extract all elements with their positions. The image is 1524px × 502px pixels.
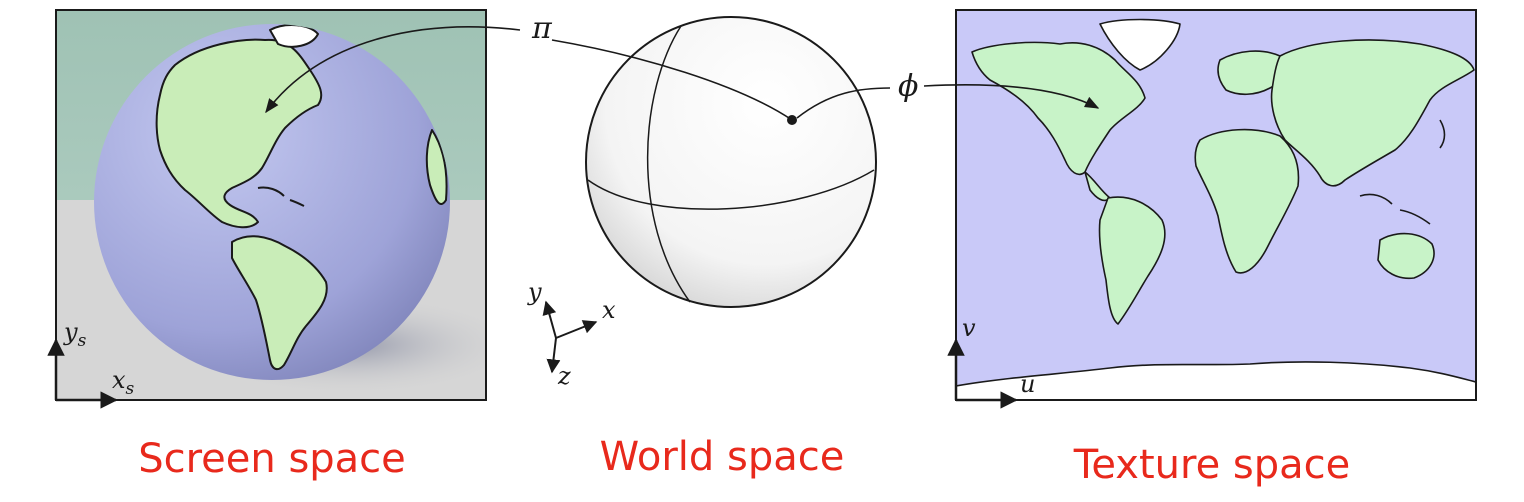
texture-space-caption: Texture space — [1073, 442, 1350, 488]
texture-axes: v u — [947, 314, 1035, 409]
world-sphere — [585, 16, 877, 308]
sphere-meridian — [646, 25, 691, 303]
world-x-label: x — [602, 296, 616, 324]
world-space-caption: World space — [600, 434, 845, 480]
texture-u-label: u — [1020, 370, 1035, 398]
caribbean-islands — [257, 186, 305, 207]
greenland-map — [1099, 18, 1181, 71]
world-space-panel: y x z — [527, 16, 877, 390]
phi-label: ϕ — [898, 69, 918, 104]
phi-connector-line — [796, 87, 891, 119]
screen-frame — [55, 9, 487, 401]
south-america-map — [1098, 196, 1166, 325]
antarctica-map — [956, 361, 1476, 400]
world-y-label: y — [527, 278, 542, 306]
world-y-axis — [542, 300, 557, 339]
screen-space-caption: Screen space — [138, 436, 406, 482]
screen-axes: ys xs — [47, 318, 135, 409]
mapping-arrows: π ϕ — [265, 11, 1100, 121]
south-america-landmass — [231, 235, 328, 371]
southeast-asia-islands-map — [1359, 119, 1446, 225]
asia-map — [1270, 39, 1475, 187]
greenland-landmass — [269, 24, 319, 48]
world-axes: y x z — [527, 278, 616, 390]
north-america-map — [971, 41, 1146, 176]
europe-map — [1217, 50, 1286, 96]
world-x-axis — [555, 320, 598, 339]
texture-frame — [955, 9, 1477, 401]
screen-x-label: xs — [112, 366, 135, 399]
world-z-axis — [546, 337, 561, 374]
australia-map — [1377, 232, 1435, 280]
world-z-label: z — [557, 362, 571, 390]
texture-space-panel: v u — [947, 9, 1477, 409]
pi-label: π — [531, 11, 553, 46]
sphere-equator — [587, 169, 875, 210]
africa-map — [1194, 128, 1300, 274]
phi-mapping-arrow — [923, 84, 1100, 109]
europe-africa-edge — [425, 129, 448, 205]
pi-connector-line — [551, 39, 793, 121]
rendered-globe — [94, 24, 450, 380]
screen-y-label: ys — [63, 318, 87, 351]
screen-space-panel: ys xs — [47, 9, 487, 409]
pi-projection-arrow — [265, 26, 521, 114]
texture-v-label: v — [962, 314, 976, 342]
